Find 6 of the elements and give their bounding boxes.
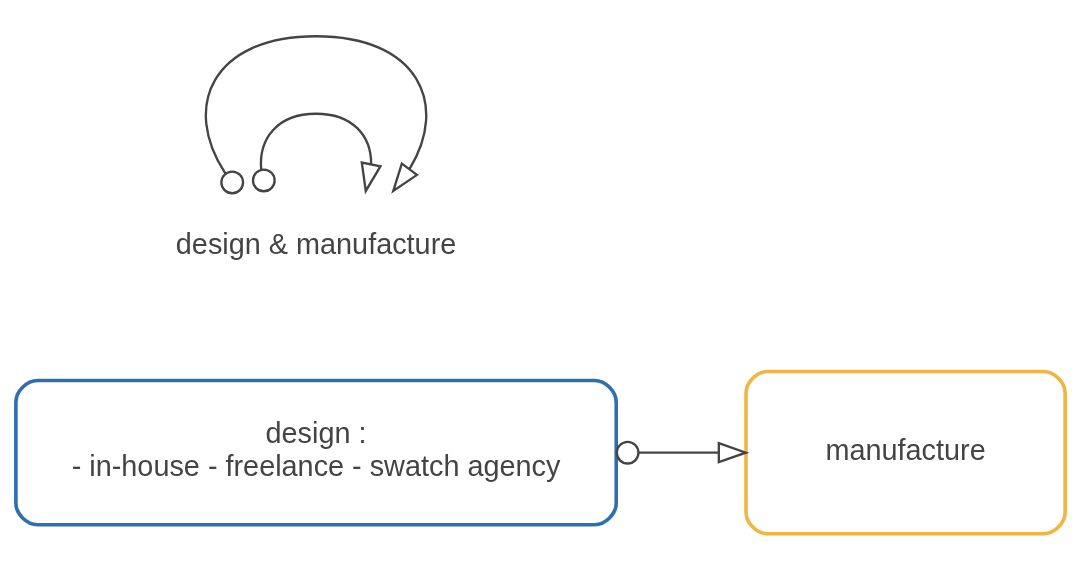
node-box: design : - in-house - freelance - swatch agency <box>14 378 619 527</box>
arrow <box>251 112 383 194</box>
arrow <box>205 34 428 194</box>
node-text: design & manufacture <box>175 227 457 260</box>
node-box: manufacture <box>744 369 1067 536</box>
arrow <box>615 440 750 465</box>
